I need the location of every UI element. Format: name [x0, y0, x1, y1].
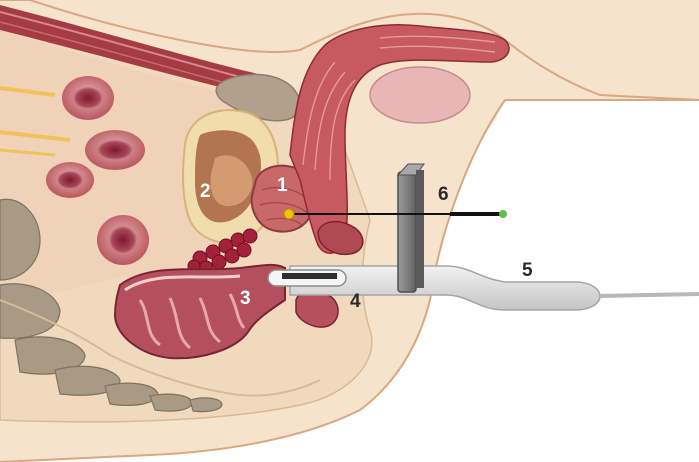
biopsy-target-point [284, 209, 294, 219]
needle-guide [398, 172, 416, 292]
needle-tip-marker [499, 210, 507, 218]
label-probe-tip: 4 [350, 291, 361, 312]
label-needle-guide: 6 [438, 184, 449, 205]
label-rectum: 3 [240, 288, 251, 309]
scrotal-structure [370, 67, 470, 123]
probe-transducer-window [282, 273, 337, 279]
label-bladder: 2 [200, 181, 211, 202]
label-probe-handle: 5 [522, 260, 533, 281]
needle-guide-side [416, 170, 424, 288]
probe-cable [600, 294, 699, 296]
label-prostate: 1 [277, 175, 288, 196]
